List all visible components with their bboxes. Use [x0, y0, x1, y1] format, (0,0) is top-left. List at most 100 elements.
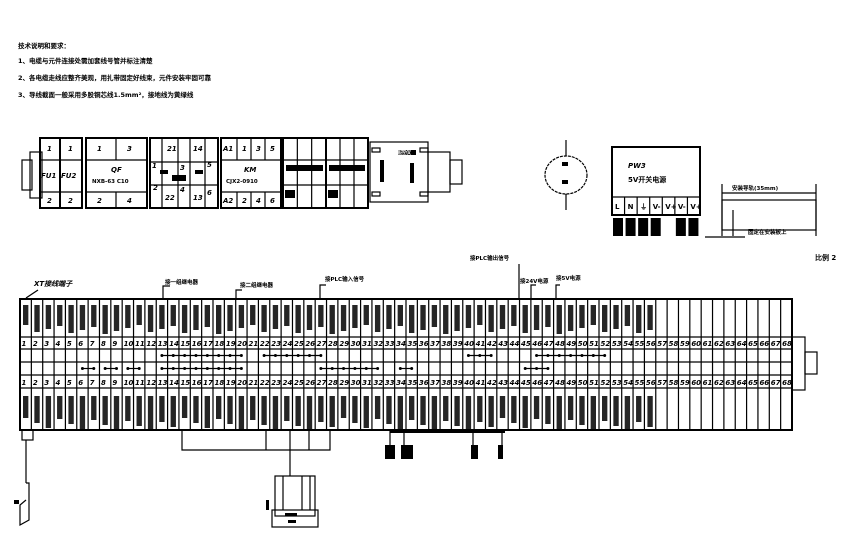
- terminal-number: 42: [487, 379, 497, 387]
- terminal-number: 64: [737, 379, 747, 387]
- terminal-number: 62: [714, 340, 724, 348]
- wire-label-bottom: [261, 396, 267, 425]
- terminal-number: 37: [430, 340, 440, 348]
- terminal-number: 9: [112, 340, 117, 348]
- jumper-dot: [591, 354, 595, 357]
- jumper-dot: [546, 367, 550, 370]
- circuit-breaker-qf: 1 3 2 4 QF NXB-63 C10: [85, 137, 148, 209]
- wire-label-top: [204, 305, 210, 327]
- terminal-number: 2: [33, 379, 38, 387]
- terminal-number: 22: [260, 340, 270, 348]
- terminal-number: 39: [453, 340, 463, 348]
- terminal-number: 4: [256, 197, 261, 205]
- wire-label-top: [318, 305, 324, 327]
- wire-label-top: [567, 305, 574, 331]
- callout: 接PLC输入信号: [325, 275, 365, 283]
- wire-label-bottom: [227, 396, 233, 424]
- jumper-dot: [398, 367, 402, 370]
- terminal-number: 66: [759, 340, 769, 348]
- terminal-number: 7: [90, 379, 95, 387]
- terminal-number: 20: [237, 379, 247, 387]
- wire-label-bottom: [431, 396, 438, 430]
- terminal-number: 47: [544, 340, 554, 348]
- wire-marker: [650, 218, 661, 236]
- wire-label-bottom: [499, 396, 506, 418]
- terminal-number: 42: [487, 340, 497, 348]
- terminal-number: 41: [476, 340, 486, 348]
- wire-label-top: [306, 305, 313, 330]
- jumper-dot: [126, 367, 130, 370]
- pw-subtitle: 5V开关电源: [628, 175, 666, 184]
- terminal-number: 13: [158, 379, 168, 387]
- wire-label-bottom: [613, 396, 619, 426]
- terminal-number: 3: [256, 145, 261, 153]
- terminal-number: 48: [555, 340, 565, 348]
- wire-label-top: [533, 305, 540, 330]
- jumper-dot: [171, 367, 175, 370]
- terminal-number: 1: [97, 145, 102, 153]
- terminal-number: 7: [90, 340, 95, 348]
- terminal-number: 5: [67, 379, 72, 387]
- terminal-number: 3: [127, 145, 132, 153]
- jumper-dot: [466, 354, 470, 357]
- terminal-number: 1: [152, 162, 157, 170]
- wire-label-bottom: [477, 396, 483, 422]
- terminal-number: 67: [771, 340, 781, 348]
- wire-label-bottom: [567, 396, 574, 420]
- wire-label-top: [590, 305, 596, 325]
- terminal-number: 47: [544, 379, 554, 387]
- terminal-number: 29: [339, 379, 349, 387]
- terminal-number: 28: [328, 379, 338, 387]
- wire-label-bottom: [647, 396, 653, 427]
- wire-label-bottom: [147, 396, 154, 431]
- terminal-number: 4: [56, 340, 61, 348]
- jumper-dot: [137, 367, 141, 370]
- terminal-number: 6: [78, 379, 83, 387]
- wire-label-top: [647, 305, 653, 330]
- terminal-number: 66: [759, 379, 769, 387]
- terminal-number: 30: [351, 340, 361, 348]
- terminal-number: 6: [270, 197, 275, 205]
- note-item: 1、电缆与元件连接处需加套线号管并标注清楚: [18, 56, 153, 65]
- terminal-number: 27: [317, 379, 327, 387]
- terminal-number: 63: [725, 379, 735, 387]
- pw-terminal-label: L: [615, 203, 620, 211]
- jumper-dot: [217, 367, 221, 370]
- terminal-number: 2: [242, 197, 247, 205]
- wire-label-bottom: [397, 396, 403, 429]
- terminal-number: A1: [222, 145, 233, 153]
- terminal-number: 54: [623, 379, 633, 387]
- wire-label-top: [636, 305, 642, 333]
- callout: 接24V电源: [520, 277, 549, 285]
- terminal-number: 22: [260, 379, 270, 387]
- terminal-number: 1: [22, 340, 27, 348]
- wire-label-bottom: [102, 396, 108, 425]
- terminal-number: 61: [703, 379, 713, 387]
- jumper-dot: [80, 367, 84, 370]
- wire-label-top: [431, 305, 438, 327]
- terminal-number: 36: [419, 379, 429, 387]
- terminal-number: 37: [430, 379, 440, 387]
- jumper-dot: [546, 354, 550, 357]
- wire-label-bottom: [318, 396, 324, 422]
- motor-symbol: [544, 140, 588, 210]
- wire-label-bottom: [443, 396, 449, 421]
- jumper-dot: [364, 367, 368, 370]
- terminal-number: 24: [283, 379, 293, 387]
- jumper-dot: [523, 367, 527, 370]
- wire-label-top: [159, 305, 165, 329]
- fuse-block: 1 1 2 2 FU1 FU2: [21, 137, 83, 209]
- callout: 接PLC输出信号: [470, 254, 510, 262]
- terminal-number: 4: [56, 379, 61, 387]
- wire-label-bottom: [193, 396, 199, 423]
- wire-label-top: [499, 305, 506, 329]
- contactor-km-contacts: 21 14 3 5 1 22 4 13 6 2: [149, 137, 219, 209]
- terminal-number: 52: [601, 379, 611, 387]
- terminal-number: 1: [242, 145, 247, 153]
- jumper-dot: [171, 354, 175, 357]
- technical-notes: 技术说明和要求： 1、电缆与元件连接处需加套线号管并标注清楚 2、各电缆走线应整…: [18, 41, 212, 99]
- terminal-number: 16: [192, 379, 202, 387]
- pw-terminal-label: V+: [665, 203, 676, 211]
- terminal-number: 53: [612, 379, 622, 387]
- terminal-number: 56: [646, 340, 656, 348]
